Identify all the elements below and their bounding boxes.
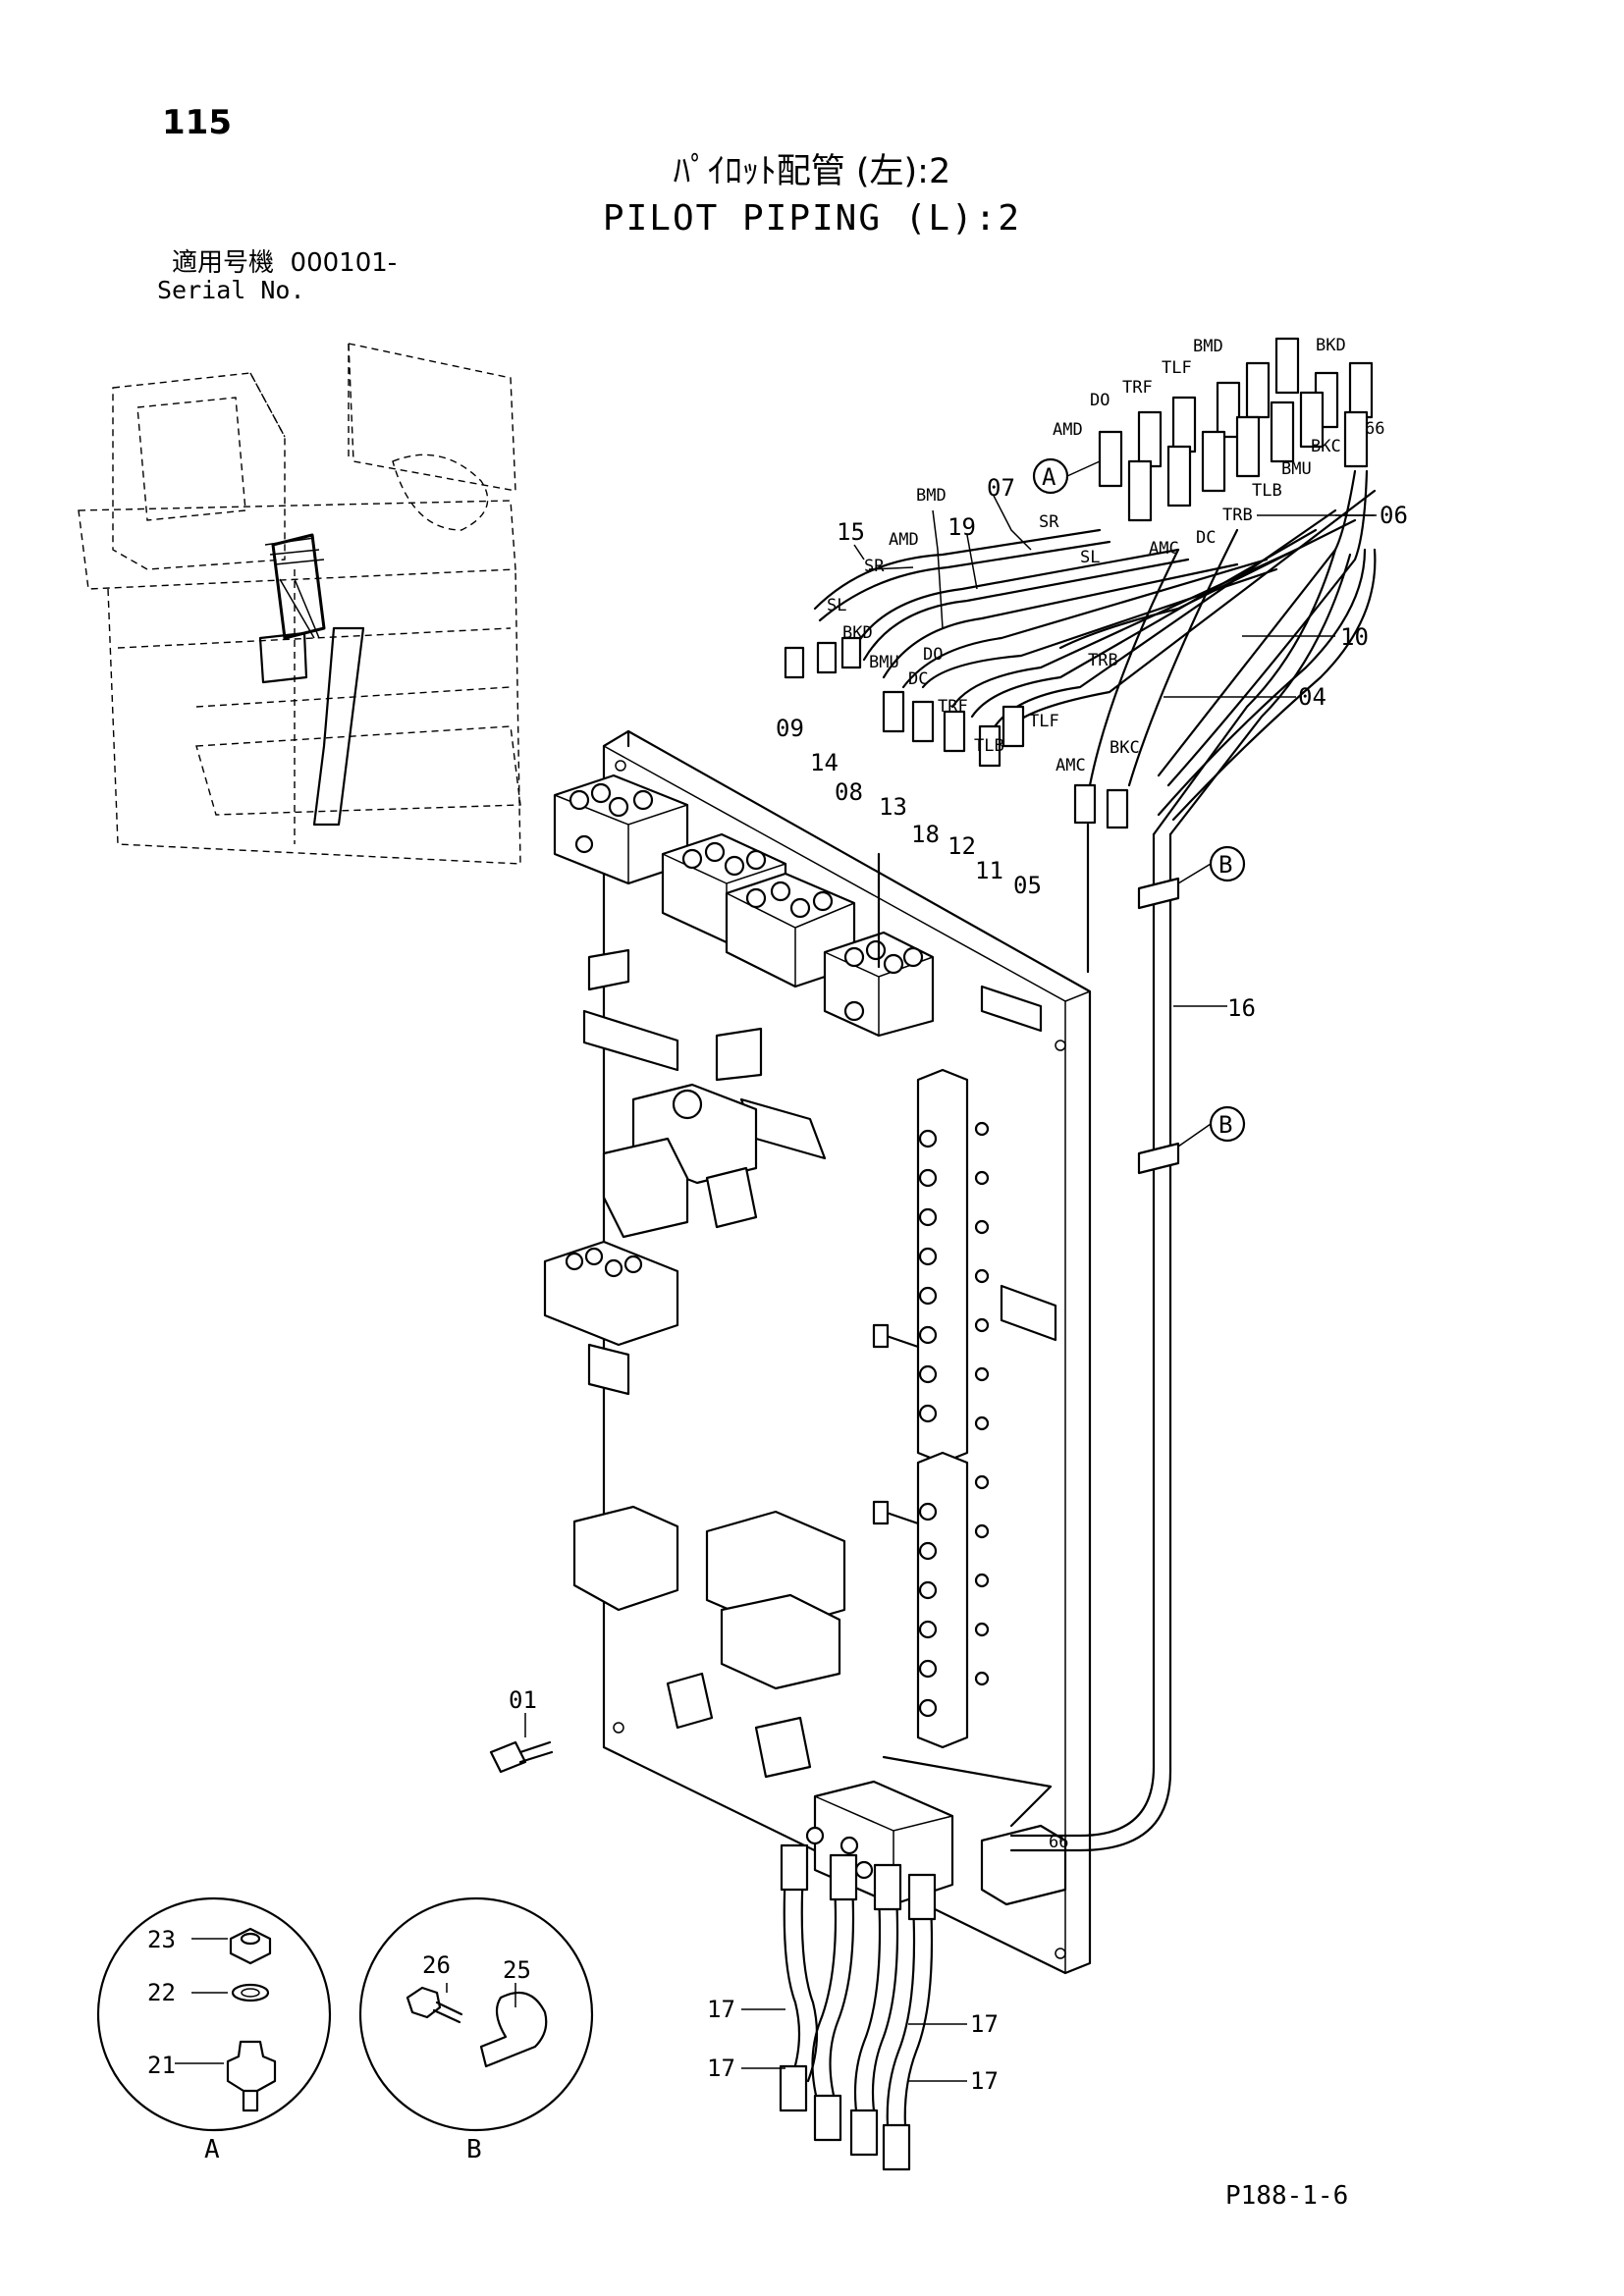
callout-15: 15	[837, 518, 865, 546]
page-code: P188-1-6	[1225, 2181, 1349, 2211]
bolt-01	[489, 1740, 554, 1774]
manifold-bars	[872, 1068, 990, 1749]
page-number: 115	[162, 103, 232, 142]
port-tlb-mid: TLB	[974, 736, 1004, 756]
panel-brackets	[582, 948, 1057, 1396]
detail-markers: A B B A B	[204, 457, 1246, 2164]
callout-04: 04	[1298, 683, 1326, 711]
port-trf-top: TRF	[1122, 378, 1153, 398]
solenoid-valves-mid	[543, 1083, 846, 1779]
port-bmd-top: BMD	[1193, 337, 1223, 356]
callout-14: 14	[810, 749, 839, 776]
top-fitting-cluster	[1098, 337, 1374, 522]
serial-value: 000101-	[290, 248, 398, 278]
callout-16: 16	[1227, 994, 1256, 1022]
callout-25: 25	[503, 1956, 531, 1984]
port-trb-top: TRB	[1222, 506, 1253, 525]
port-tlf-top: TLF	[1162, 358, 1192, 378]
port-bkc-mid: BKC	[1110, 738, 1140, 758]
callout-08: 08	[835, 778, 863, 806]
port-tlf-mid: TLF	[1029, 712, 1059, 731]
port-trf-mid: TRF	[938, 697, 968, 717]
port-amd-mid: AMD	[889, 530, 919, 550]
clamps	[1137, 877, 1180, 1175]
callout-07: 07	[987, 474, 1015, 502]
serial-label-english: Serial No.	[157, 276, 305, 304]
detail-a-circle	[96, 1896, 332, 2132]
port-labels: BMD BKD TLF TRF DO AMD 66 BKC BMU TLB TR…	[827, 336, 1384, 1852]
callout-22: 22	[147, 1979, 176, 2006]
callout-23: 23	[147, 1926, 176, 1953]
callout-10: 10	[1340, 623, 1369, 651]
port-sl-top: SL	[1080, 548, 1100, 567]
marker-b-circle-2: B	[1218, 1111, 1232, 1139]
detail-b-circle	[358, 1896, 594, 2132]
port-dc-top: DC	[1196, 528, 1216, 548]
callout-17a: 17	[707, 1996, 735, 2023]
port-sr-mid: SR	[864, 557, 885, 576]
hoses-17	[779, 1843, 937, 2171]
port-trb-mid: TRB	[1088, 651, 1118, 670]
port-tlb-top: TLB	[1252, 481, 1282, 501]
port-bmu-top: BMU	[1281, 459, 1312, 479]
port-bkc-top: BKC	[1311, 437, 1341, 456]
callout-17b: 17	[707, 2055, 735, 2082]
port-bkd-top: BKD	[1316, 336, 1346, 355]
valve-panel	[602, 729, 1092, 1975]
port-bmu-mid: BMU	[869, 653, 899, 672]
callout-numbers: 07 15 19 06 10 04 09 14 08 13 18 12 11 0…	[147, 474, 1408, 2095]
marker-b-circle-1: B	[1218, 851, 1232, 879]
port-do-mid: DO	[923, 645, 943, 665]
callout-17d: 17	[970, 2067, 999, 2095]
callout-26: 26	[422, 1951, 451, 1979]
serial-label-japanese: 適用号機 000101-	[172, 250, 397, 276]
callout-18: 18	[911, 821, 940, 848]
callout-19: 19	[947, 513, 976, 541]
detail-a-label: A	[204, 2135, 220, 2164]
port-sl-mid: SL	[827, 596, 846, 615]
port-amc-mid: AMC	[1056, 756, 1086, 775]
callout-17c: 17	[970, 2010, 999, 2038]
callout-06: 06	[1380, 502, 1408, 529]
mid-loose-fittings	[784, 636, 1129, 974]
marker-a-circle: A	[1042, 463, 1056, 491]
title-english: PILOT PIPING (L):2	[602, 198, 1022, 239]
callout-21: 21	[147, 2052, 176, 2079]
valve-block-row-top	[553, 774, 935, 1038]
port-amd-top: AMD	[1053, 420, 1083, 440]
port-bmd-mid: BMD	[916, 486, 947, 506]
port-dc-mid: DC	[908, 669, 928, 689]
callout-01: 01	[509, 1686, 537, 1714]
port-amc-top: AMC	[1149, 539, 1179, 559]
detail-b-label: B	[466, 2135, 482, 2164]
title-japanese: ﾊﾟｲﾛｯﾄ配管 (左):2	[673, 152, 951, 191]
port-bkd-mid: BKD	[842, 623, 873, 643]
callout-09: 09	[776, 715, 804, 742]
callout-11: 11	[975, 857, 1003, 884]
port-66-bottom: 66	[1049, 1833, 1068, 1852]
port-sr-top: SR	[1039, 512, 1059, 532]
pipe-bundle	[813, 469, 1377, 1852]
callout-12: 12	[947, 832, 976, 860]
port-do-top: DO	[1090, 391, 1110, 410]
machine-location-sketch	[78, 343, 521, 865]
serial-label-jp: 適用号機	[172, 248, 275, 278]
callout-13: 13	[879, 793, 907, 821]
callout-05: 05	[1013, 872, 1042, 899]
port-66-top: 66	[1365, 419, 1384, 439]
callout-leaders	[524, 495, 1377, 2082]
